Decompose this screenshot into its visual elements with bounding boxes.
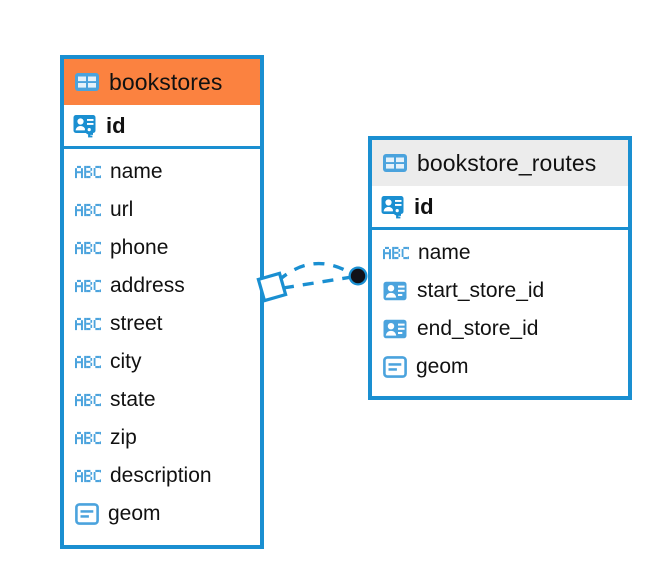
field-label: address [110,274,185,297]
text-type-icon [383,243,409,263]
table-icon [74,72,100,92]
field-label: geom [416,355,469,378]
foreign-key-icon [383,281,408,301]
field-row[interactable]: name [372,234,628,272]
field-label: description [110,464,212,487]
primary-key-label: id [106,112,126,138]
entity-bookstore-routes[interactable]: bookstore_routes [368,136,632,400]
text-type-icon [75,390,101,410]
field-row[interactable]: street [64,305,260,343]
text-type-icon [75,162,101,182]
primary-key-icon [381,195,407,219]
field-label: name [418,241,471,264]
text-type-icon [75,314,101,334]
entity-bookstores[interactable]: bookstores [60,55,264,549]
field-row[interactable]: url [64,191,260,229]
text-type-icon [75,428,101,448]
field-row[interactable]: description [64,457,260,495]
entity-primary-key-row[interactable]: id [372,186,628,230]
entity-title: bookstores [109,68,223,95]
field-row[interactable]: zip [64,419,260,457]
field-label: zip [110,426,137,449]
text-type-icon [75,352,101,372]
field-row[interactable]: geom [372,348,628,386]
geometry-type-icon [383,356,407,378]
field-label: name [110,160,163,183]
field-label: street [110,312,163,335]
field-label: city [110,350,142,373]
relationship-line-upper [276,261,353,283]
foreign-key-icon [383,319,408,339]
field-row[interactable]: address [64,267,260,305]
field-label: phone [110,236,169,259]
entity-header-bookstore-routes[interactable]: bookstore_routes [372,140,628,186]
entity-field-list: name start_store_id [372,230,628,390]
field-row[interactable]: city [64,343,260,381]
relationship-line-lower [282,275,353,290]
field-row[interactable]: phone [64,229,260,267]
field-label: end_store_id [417,317,539,340]
primary-key-label: id [414,193,434,219]
text-type-icon [75,276,101,296]
field-row[interactable]: geom [64,495,260,533]
field-label: start_store_id [417,279,545,302]
field-label: url [110,198,134,221]
entity-field-list: name [64,149,260,537]
geometry-type-icon [75,503,99,525]
field-row[interactable]: state [64,381,260,419]
filled-circle-marker [348,266,368,286]
entity-primary-key-row[interactable]: id [64,105,260,149]
entity-header-bookstores[interactable]: bookstores [64,59,260,105]
field-label: state [110,388,156,411]
field-label: geom [108,502,161,525]
field-row[interactable]: start_store_id [372,272,628,310]
table-icon [382,153,408,173]
text-type-icon [75,238,101,258]
text-type-icon [75,466,101,486]
text-type-icon [75,200,101,220]
field-row[interactable]: end_store_id [372,310,628,348]
entity-title: bookstore_routes [417,149,597,176]
field-row[interactable]: name [64,153,260,191]
primary-key-icon [73,114,99,138]
